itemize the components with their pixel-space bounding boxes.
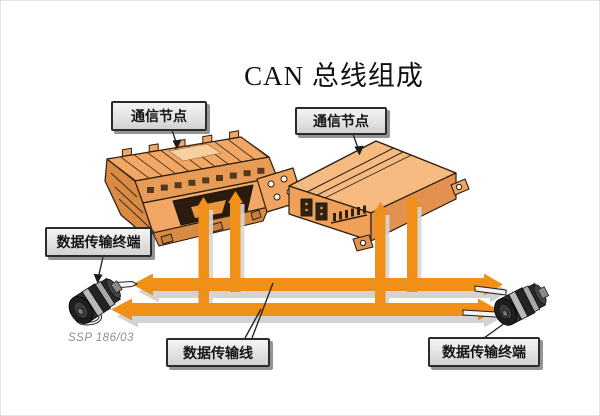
ecu-right-connectors bbox=[300, 198, 328, 221]
drop-line-3 bbox=[373, 202, 388, 316]
callout-label: 数据传输线 bbox=[183, 344, 253, 361]
ecu-right-illustration bbox=[256, 140, 470, 252]
drop-lines bbox=[196, 191, 420, 316]
leader-terminal-right bbox=[483, 317, 514, 339]
ecu-left-feet bbox=[160, 209, 262, 245]
ecu-right-pin-comb bbox=[330, 205, 368, 224]
ssp-reference-code: SSP 186/03 bbox=[68, 332, 134, 344]
drop-line-4 bbox=[405, 194, 420, 292]
diagram-title: CAN 总线组成 bbox=[244, 61, 424, 91]
bus-line-lower bbox=[111, 298, 498, 321]
drop-line-1 bbox=[196, 197, 211, 316]
leader-lines bbox=[93, 129, 514, 339]
terminal-left-illustration bbox=[68, 277, 139, 326]
terminal-right-illustration bbox=[462, 283, 550, 326]
bus-line-upper bbox=[132, 273, 503, 296]
ecu-right-lid-seams bbox=[306, 147, 412, 199]
callout-data-terminal-left: 数据传输终端 bbox=[45, 227, 152, 257]
leader-bus-line-upper bbox=[251, 282, 274, 339]
callout-communication-node-right: 通信节点 bbox=[295, 107, 387, 135]
callout-label: 数据传输终端 bbox=[442, 344, 526, 360]
leader-node-left bbox=[171, 129, 182, 150]
ecu-left-middle-details bbox=[147, 167, 265, 193]
callout-data-terminal-right: 数据传输终端 bbox=[428, 337, 540, 367]
drop-line-2 bbox=[228, 191, 243, 292]
callout-label: 通信节点 bbox=[131, 108, 187, 124]
callout-communication-node-left: 通信节点 bbox=[111, 101, 207, 131]
leader-terminal-left bbox=[93, 256, 104, 284]
bus-lines bbox=[111, 273, 503, 321]
callout-data-bus-line: 数据传输线 bbox=[166, 338, 270, 367]
terminal-right-body bbox=[494, 283, 550, 326]
callout-label: 通信节点 bbox=[313, 113, 369, 129]
terminal-left-body bbox=[68, 277, 123, 324]
leader-node-right bbox=[352, 133, 364, 156]
leader-bus-line-lower bbox=[244, 308, 262, 339]
ecu-left-light-patch bbox=[168, 143, 222, 162]
callout-label: 数据传输终端 bbox=[56, 234, 141, 250]
terminal-right-pin-upper bbox=[474, 285, 507, 296]
